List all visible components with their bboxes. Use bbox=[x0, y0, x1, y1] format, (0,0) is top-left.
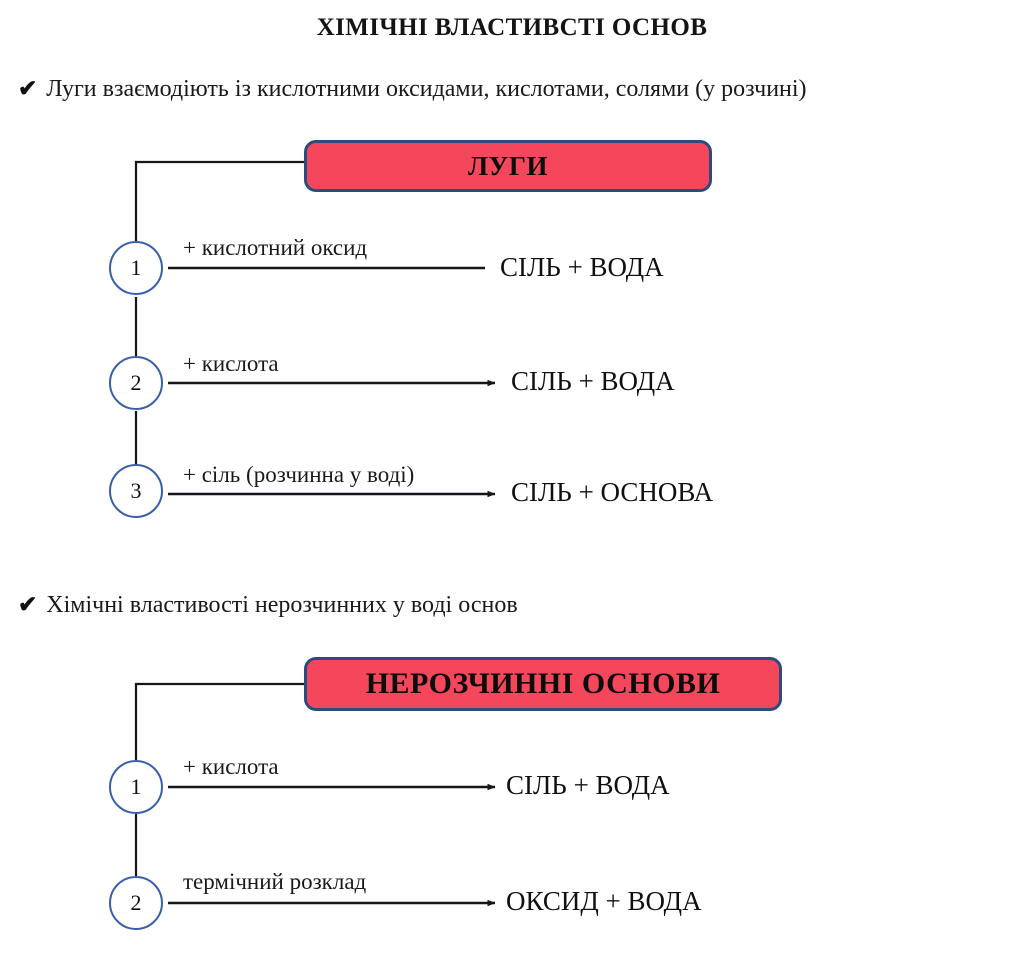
page-title: ХІМІЧНІ ВЛАСТИВСТІ ОСНОВ bbox=[316, 14, 708, 41]
step-circle-n1[interactable]: 1 bbox=[109, 760, 163, 814]
bullet-nerozch-text: Хімічні властивості нерозчинних у воді о… bbox=[46, 592, 518, 618]
bullet-lugy: ✔ Луги взаємодіють із кислотними оксидам… bbox=[18, 76, 807, 103]
diagram-lugy: ЛУГИ 1 + кислотний оксид СІЛЬ + ВОДА 2 +… bbox=[0, 130, 1024, 530]
product-label-3: СІЛЬ + ОСНОВА bbox=[511, 477, 714, 507]
step-circle-2[interactable]: 2 bbox=[109, 356, 163, 410]
reaction-label-n1: + кислота bbox=[183, 754, 279, 779]
header-box-nerozch[interactable]: НЕРОЗЧИННІ ОСНОВИ bbox=[304, 657, 782, 711]
product-label-n2: ОКСИД + ВОДА bbox=[506, 886, 702, 916]
product-label-n1: СІЛЬ + ВОДА bbox=[506, 770, 670, 800]
product-label-1: СІЛЬ + ВОДА bbox=[500, 252, 664, 282]
reaction-label-3: + сіль (розчинна у воді) bbox=[183, 462, 415, 487]
connectors-lugy bbox=[134, 160, 496, 498]
header-box-lugy[interactable]: ЛУГИ bbox=[304, 140, 712, 192]
reaction-label-n2: термічний розклад bbox=[183, 869, 367, 894]
bullet-lugy-text: Луги взаємодіють із кислотними оксидами,… bbox=[46, 76, 807, 102]
product-label-2: СІЛЬ + ВОДА bbox=[511, 366, 675, 396]
step-circle-3[interactable]: 3 bbox=[109, 464, 163, 518]
step-circle-1[interactable]: 1 bbox=[109, 241, 163, 295]
reaction-label-2: + кислота bbox=[183, 351, 279, 376]
diagram-nerozch: НЕРОЗЧИННІ ОСНОВИ 1 + кислота СІЛЬ + ВОД… bbox=[0, 648, 1024, 956]
bullet-nerozch: ✔ Хімічні властивості нерозчинних у воді… bbox=[18, 592, 518, 619]
check-icon: ✔ bbox=[18, 76, 38, 101]
step-circle-n2[interactable]: 2 bbox=[109, 876, 163, 930]
check-icon-2: ✔ bbox=[18, 592, 38, 617]
connectors-nerozch bbox=[134, 682, 496, 907]
reaction-label-1: + кислотний оксид bbox=[183, 235, 368, 260]
